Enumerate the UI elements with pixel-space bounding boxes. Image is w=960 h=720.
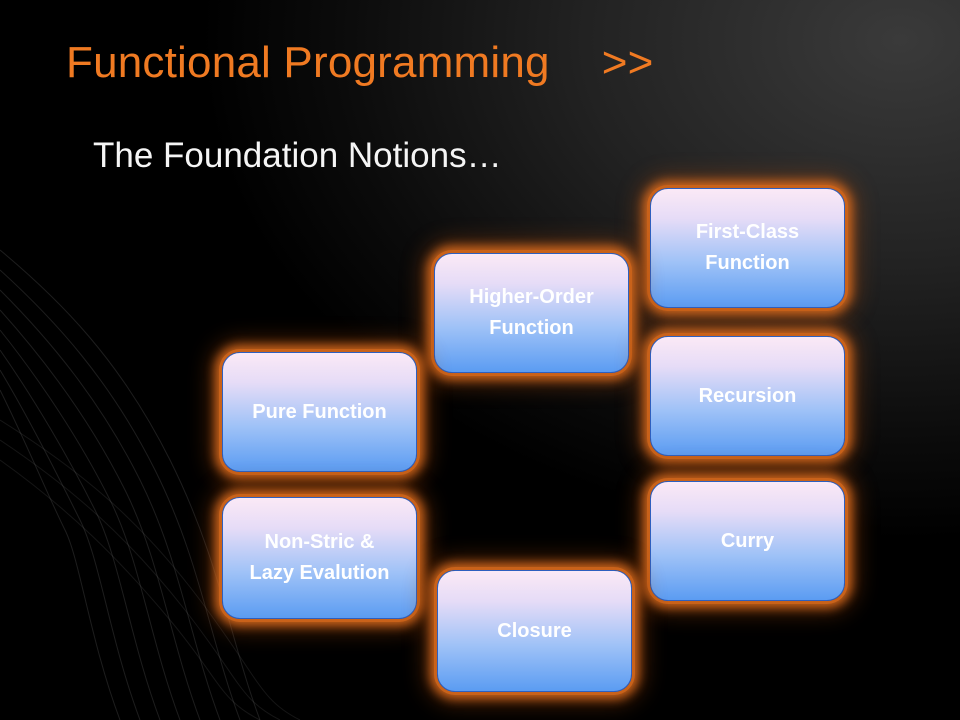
node-label: Closure — [497, 619, 572, 642]
node-closure: Closure — [437, 570, 632, 692]
node-label: Curry — [720, 529, 775, 552]
title-text: Functional Programming — [66, 38, 550, 87]
node-first-class-function: First-Class Function — [650, 188, 845, 308]
node-higher-order-function: Higher-Order Function — [434, 253, 629, 373]
page-title: Functional Programming >> — [66, 38, 654, 88]
node-label: First-Class Function — [695, 221, 800, 274]
node-pure-function: Pure Function — [222, 352, 417, 472]
node-non-strict-lazy-evaluation: Non-Stric & Lazy Evalution — [222, 497, 417, 619]
node-label: Pure Function — [252, 400, 387, 423]
node-label: Higher-Order Function — [469, 286, 594, 339]
node-recursion: Recursion — [650, 336, 845, 456]
title-arrows: >> — [601, 38, 654, 87]
slide-subtitle: The Foundation Notions… — [93, 136, 502, 175]
node-curry: Curry — [650, 481, 845, 601]
node-label: Recursion — [698, 384, 797, 407]
node-label: Non-Stric & Lazy Evalution — [249, 531, 390, 584]
